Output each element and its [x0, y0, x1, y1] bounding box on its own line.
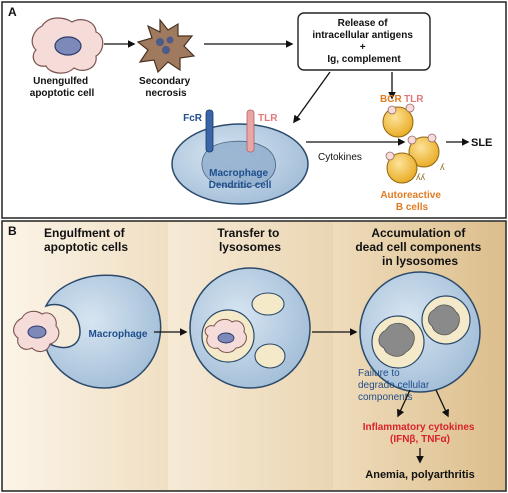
- bcell: [382, 106, 414, 138]
- arrow-to-macrophage: [293, 71, 331, 124]
- release-text: Release of intracellular antigens + Ig, …: [312, 18, 415, 65]
- outcome-label: Anemia, polyarthritis: [365, 469, 474, 481]
- tlr-receptor: [246, 109, 255, 153]
- nucleus: [54, 36, 82, 56]
- lysosome: [254, 343, 286, 369]
- lysosome: [251, 292, 285, 316]
- transfer-heading: Transfer to lysosomes: [217, 226, 282, 254]
- bcell-cluster: ʎʎ ʎ: [382, 103, 445, 184]
- engulfment-heading: Engulfment of apoptotic cells: [44, 226, 128, 254]
- macrophage-b-label: Macrophage: [89, 329, 148, 340]
- bcr-label: BCR: [380, 94, 402, 105]
- antibody-icon: ʎ: [440, 162, 445, 172]
- bcell: [386, 152, 418, 184]
- antibody-icon: ʎʎ: [416, 172, 426, 182]
- arrow-to-cytokines-2: [435, 389, 449, 418]
- fcr-label: FcR: [183, 113, 203, 124]
- tlr-label-macrophage: TLR: [258, 113, 278, 124]
- panel-a-letter: A: [8, 5, 17, 19]
- unengulfed-label: Unengulfed apoptotic cell: [30, 76, 95, 99]
- cytokines-label: Cytokines: [318, 152, 362, 163]
- panel-b-letter: B: [8, 224, 17, 238]
- autoreactive-label: Autoreactive B cells: [380, 190, 443, 213]
- bcell: [408, 136, 440, 168]
- apoptotic-cell-b: [13, 310, 60, 353]
- accumulation-heading: Accumulation of dead cell components in …: [355, 226, 484, 268]
- arrow-to-cytokines-1: [397, 389, 411, 418]
- sle-label: SLE: [471, 137, 492, 149]
- secondary-necrosis-cell: [136, 18, 196, 74]
- failure-label: Failure to degrade cellular components: [358, 368, 432, 403]
- release-box: [297, 12, 431, 71]
- macrophage-label: Macrophage Dendritic cell: [209, 168, 272, 191]
- secondary-necrosis-label: Secondary necrosis: [139, 76, 193, 99]
- inflammatory-label: Inflammatory cytokines (IFNβ, TNFα): [363, 422, 478, 445]
- tlr-label-bcell: TLR: [404, 94, 424, 105]
- macrophage-nucleus: [201, 140, 276, 188]
- fcr-receptor: [205, 109, 214, 153]
- unengulfed-apoptotic-cell: [31, 17, 104, 74]
